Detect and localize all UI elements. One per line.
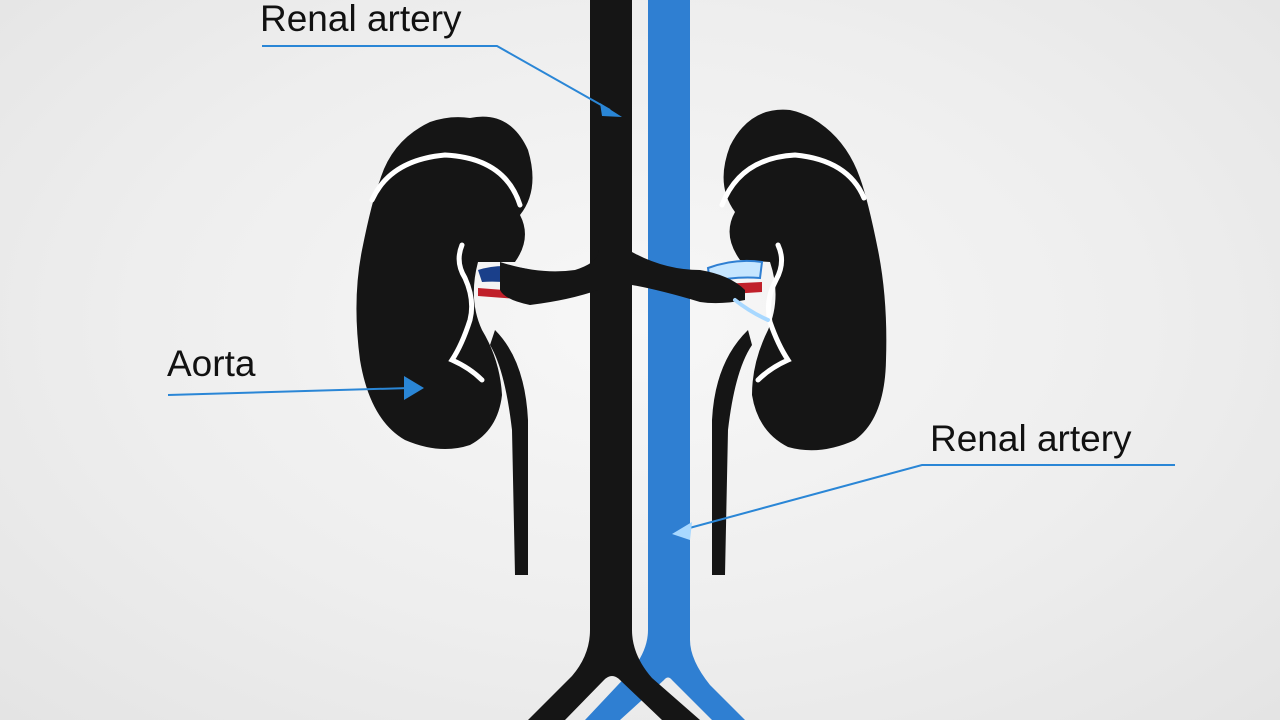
leader-arrow-left [404,376,424,400]
left-ureter [490,330,528,575]
blue-vessel [585,0,745,720]
right-ureter [712,330,752,575]
right-kidney [723,109,887,451]
right-kidney-hilum-outline [755,242,792,383]
right-renal-light-vein [733,298,770,322]
left-kidney [356,116,533,450]
label-renal-artery-top: Renal artery [260,0,462,39]
left-kidney-hilum-outline [448,242,485,383]
left-kidney-outline [369,152,523,208]
right-kidney-outline [719,152,867,208]
leader-line-left [167,387,411,396]
leader-arrow-right [672,522,692,540]
leader-arrow-top [600,103,622,117]
left-renal-branch [500,250,599,305]
label-aorta: Aorta [167,343,256,384]
black-vessel [528,0,700,720]
leader-line-right [681,464,1175,531]
label-renal-artery-right: Renal artery [930,418,1132,459]
right-renal-branch [632,252,745,304]
leader-line-top [262,45,611,111]
